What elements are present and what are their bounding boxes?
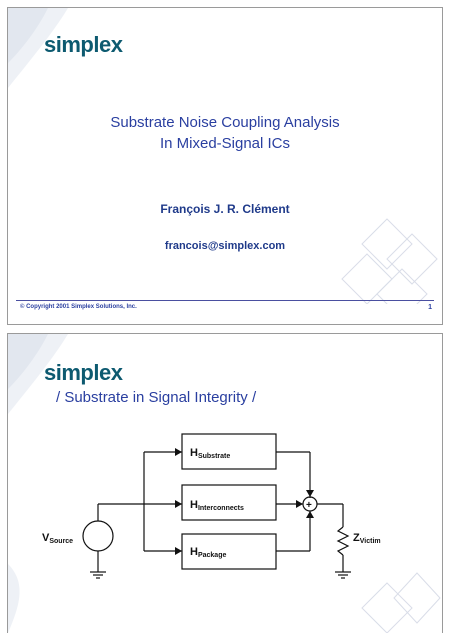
title-slide: simplex Substrate Noise Coupling Analysi… <box>7 7 443 325</box>
z-victim-label: ZVictim <box>353 532 381 545</box>
victim-impedance-resistor <box>336 526 350 556</box>
h-substrate-label: HSubstrate <box>190 447 230 460</box>
h-interconnects-block <box>181 484 277 521</box>
slide-title: / Substrate in Signal Integrity / <box>56 389 257 406</box>
ground-symbol <box>90 571 351 579</box>
h-interconnects-label: HInterconnects <box>190 499 244 512</box>
content-slide: simplex / Substrate in Signal Integrity … <box>7 333 443 633</box>
voltage-source-symbol <box>82 520 114 552</box>
page-number: 1 <box>428 304 432 311</box>
v-source-label: VSource <box>42 532 73 545</box>
diamond-pattern-graphic <box>341 218 438 304</box>
summer-plus-sign: + <box>306 500 312 511</box>
background-wave-graphic <box>8 334 68 633</box>
diamond-pattern-graphic <box>361 572 441 633</box>
slide-title-line-2: In Mixed-Signal ICs <box>159 135 291 152</box>
simplex-logo: simplex <box>44 360 123 385</box>
slide-title-line-1: Substrate Noise Coupling Analysis <box>110 114 340 131</box>
h-package-label: HPackage <box>190 546 226 559</box>
simplex-logo: simplex <box>44 32 123 57</box>
copyright-text: © Copyright 2001 Simplex Solutions, Inc. <box>20 304 137 310</box>
signal-integrity-block-diagram: + VSource HSubstrate HInterconnects HPac… <box>42 433 381 579</box>
footer-divider <box>16 300 434 301</box>
background-wave-graphic <box>8 8 68 88</box>
author-email: francois@simplex.com <box>164 240 286 252</box>
author-name: François J. R. Clément <box>160 202 290 216</box>
